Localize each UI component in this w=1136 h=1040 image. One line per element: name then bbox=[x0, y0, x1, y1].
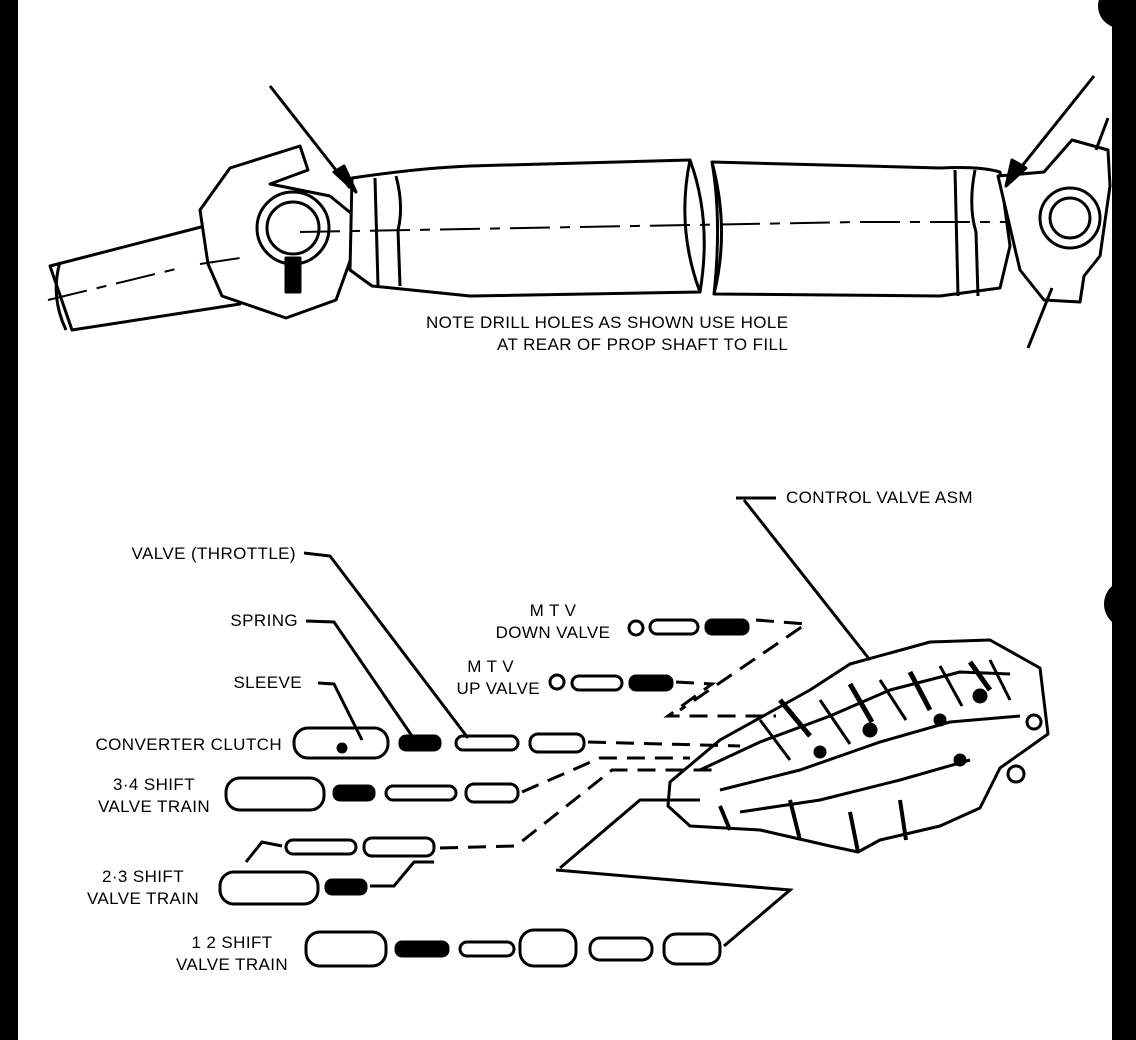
shift12-line-2: VALVE TRAIN bbox=[175, 955, 289, 974]
mtv-down-ball bbox=[627, 619, 645, 637]
shift23-line-2: VALVE TRAIN bbox=[86, 889, 200, 908]
mtv-down-line-2: DOWN VALVE bbox=[495, 623, 611, 642]
label-valve-throttle: VALVE (THROTTLE) bbox=[131, 544, 296, 563]
mtv-up-valve bbox=[570, 674, 624, 692]
mtv-up-line-1: M T V bbox=[467, 657, 514, 676]
label-spring: SPRING bbox=[230, 611, 298, 630]
shift34-line-2: VALVE TRAIN bbox=[97, 797, 211, 816]
right-scan-edge bbox=[1112, 0, 1136, 1040]
shift12-valve-b bbox=[588, 936, 654, 962]
control-valve-assembly bbox=[666, 638, 1050, 854]
shift34-valve-b bbox=[464, 782, 520, 804]
shift23-valve-b bbox=[362, 836, 436, 858]
label-control-valve-asm: CONTROL VALVE ASM bbox=[786, 488, 973, 507]
rear-drill-hole-leader bbox=[1012, 75, 1096, 177]
label-shift23: 2·3 SHIFT VALVE TRAIN bbox=[76, 866, 210, 910]
shift12-spring bbox=[394, 940, 450, 958]
mtv-down-line-1: M T V bbox=[529, 601, 577, 620]
shift12-sleeve bbox=[304, 930, 388, 968]
shift12-sleeve-b bbox=[518, 928, 578, 968]
shift34-sleeve bbox=[224, 776, 326, 812]
mtv-up-ball bbox=[548, 673, 566, 691]
shift12-valve-c bbox=[662, 932, 722, 966]
shift12-valve-a bbox=[458, 940, 516, 958]
label-shift34: 3·4 SHIFT VALVE TRAIN bbox=[84, 774, 224, 818]
converter-clutch-spring bbox=[398, 734, 442, 752]
prop-shaft-note: NOTE DRILL HOLES AS SHOWN USE HOLE AT RE… bbox=[426, 312, 789, 356]
binder-hole-middle bbox=[1104, 580, 1136, 628]
binder-hole-top bbox=[1098, 0, 1136, 28]
label-converter-clutch: CONVERTER CLUTCH bbox=[95, 735, 282, 754]
shift34-spring bbox=[332, 784, 376, 802]
note-line-2: AT REAR OF PROP SHAFT TO FILL bbox=[497, 335, 789, 354]
valve-body-casting bbox=[666, 638, 1050, 854]
shift12-line-1: 1 2 SHIFT bbox=[191, 933, 273, 952]
shaft-tube-rear bbox=[710, 160, 1012, 298]
shift34-line-1: 3·4 SHIFT bbox=[112, 775, 195, 794]
label-mtv-up-valve: M T V UP VALVE bbox=[420, 656, 540, 700]
shift23-line-1: 2·3 SHIFT bbox=[101, 867, 184, 886]
shift23-spring bbox=[324, 878, 368, 896]
front-slip-yoke bbox=[48, 224, 242, 332]
note-line-1: NOTE DRILL HOLES AS SHOWN USE HOLE bbox=[426, 313, 789, 332]
mtv-down-valve bbox=[648, 618, 700, 636]
label-shift12: 1 2 SHIFT VALVE TRAIN bbox=[164, 932, 300, 976]
shaft-break bbox=[688, 159, 706, 293]
prop-shaft bbox=[47, 75, 1112, 349]
shift34-valve-a bbox=[384, 784, 458, 802]
mtv-up-spring bbox=[628, 674, 674, 692]
shift23-sleeve bbox=[218, 870, 320, 906]
valve-parts bbox=[218, 618, 750, 968]
shift23-valve-a bbox=[284, 838, 358, 856]
converter-clutch-valve-throttle bbox=[454, 734, 520, 752]
mtv-down-spring bbox=[704, 618, 750, 636]
leader-lines bbox=[244, 496, 872, 948]
mtv-up-line-2: UP VALVE bbox=[456, 679, 540, 698]
label-sleeve: SLEEVE bbox=[233, 673, 302, 692]
label-mtv-down-valve: M T V DOWN VALVE bbox=[480, 600, 626, 644]
